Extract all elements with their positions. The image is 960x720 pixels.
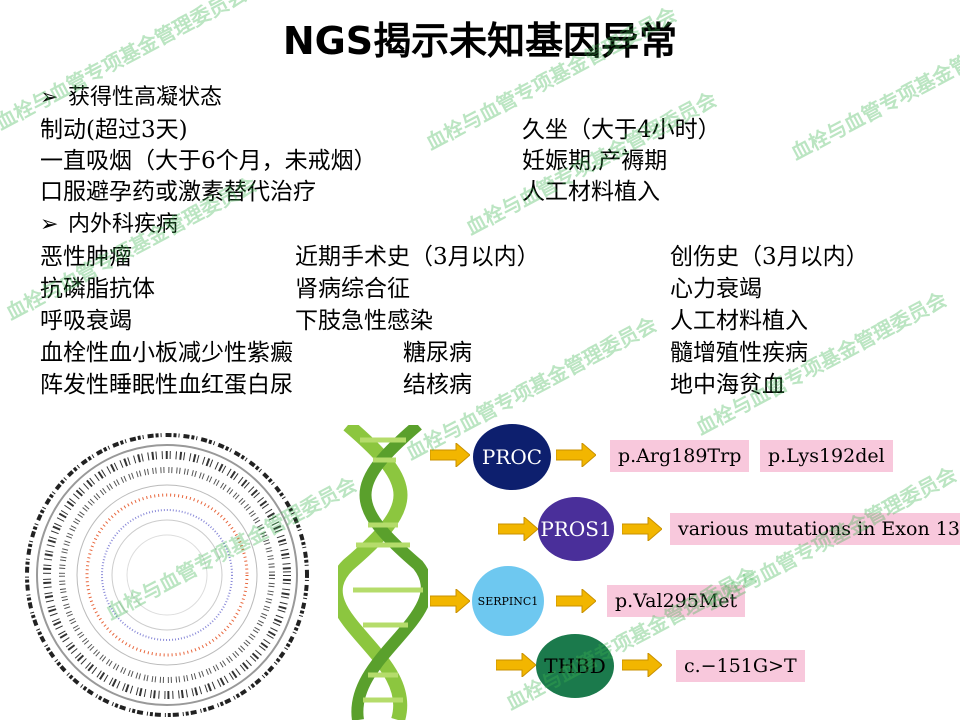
- right-arrow-icon: [556, 443, 596, 467]
- risk-item: 口服避孕药或激素替代治疗: [40, 179, 316, 205]
- right-arrow-icon: [498, 517, 538, 541]
- right-arrow-icon: [430, 443, 470, 467]
- right-arrow-icon: [496, 653, 536, 677]
- disease-item: 糖尿病: [403, 340, 472, 366]
- disease-item: 髓增殖性疾病: [670, 340, 808, 366]
- disease-item: 下肢急性感染: [295, 308, 433, 334]
- section1-heading: 获得性高凝状态: [68, 85, 223, 110]
- risk-item: 一直吸烟（大于6个月，未戒烟）: [40, 148, 377, 174]
- gene-serpinc1: SERPINC1: [472, 566, 544, 636]
- disease-item: 地中海贫血: [670, 372, 785, 398]
- section2-heading-row: ➢ 内外科疾病: [40, 211, 178, 239]
- dna-helix-image: [338, 425, 428, 720]
- risk-item: 久坐（大于4小时）: [522, 117, 721, 143]
- bullet-arrow-icon: ➢: [40, 212, 59, 237]
- risk-item: 人工材料植入: [522, 179, 660, 205]
- bullet-arrow-icon: ➢: [40, 85, 59, 110]
- mutation-label: various mutations in Exon 13: [670, 513, 960, 545]
- slide-title: NGS揭示未知基因异常: [282, 19, 678, 63]
- right-arrow-icon: [430, 589, 470, 613]
- disease-item: 呼吸衰竭: [40, 308, 132, 334]
- disease-item: 创伤史（3月以内）: [670, 244, 869, 270]
- mutation-label: p.Val295Met: [607, 585, 746, 617]
- disease-item: 阵发性睡眠性血红蛋白尿: [40, 372, 293, 398]
- section1-heading-row: ➢ 获得性高凝状态: [40, 84, 222, 112]
- gene-pros1: PROS1: [538, 497, 614, 561]
- mutation-label: c.−151G>T: [676, 650, 805, 682]
- right-arrow-icon: [556, 589, 596, 613]
- disease-item: 近期手术史（3月以内）: [295, 244, 540, 270]
- watermark-text: 血栓与血管专项基金管理委员会: [501, 562, 761, 715]
- disease-item: 恶性肿瘤: [40, 244, 132, 270]
- right-arrow-icon: [622, 517, 662, 541]
- disease-item: 心力衰竭: [670, 276, 762, 302]
- section2-heading: 内外科疾病: [68, 212, 179, 237]
- gene-thbd: THBD: [536, 634, 614, 698]
- gene-proc: PROC: [473, 424, 551, 490]
- risk-item: 妊娠期,产褥期: [522, 148, 668, 174]
- right-arrow-icon: [622, 653, 662, 677]
- disease-item: 结核病: [403, 372, 472, 398]
- mutation-label: p.Lys192del: [760, 440, 893, 472]
- risk-item: 制动(超过3天): [40, 117, 188, 143]
- circos-plot-image: [25, 433, 309, 717]
- mutation-label: p.Arg189Trp: [610, 440, 750, 472]
- disease-item: 人工材料植入: [670, 308, 808, 334]
- disease-item: 抗磷脂抗体: [40, 276, 155, 302]
- disease-item: 肾病综合征: [295, 276, 410, 302]
- disease-item: 血栓性血小板减少性紫癜: [40, 340, 293, 366]
